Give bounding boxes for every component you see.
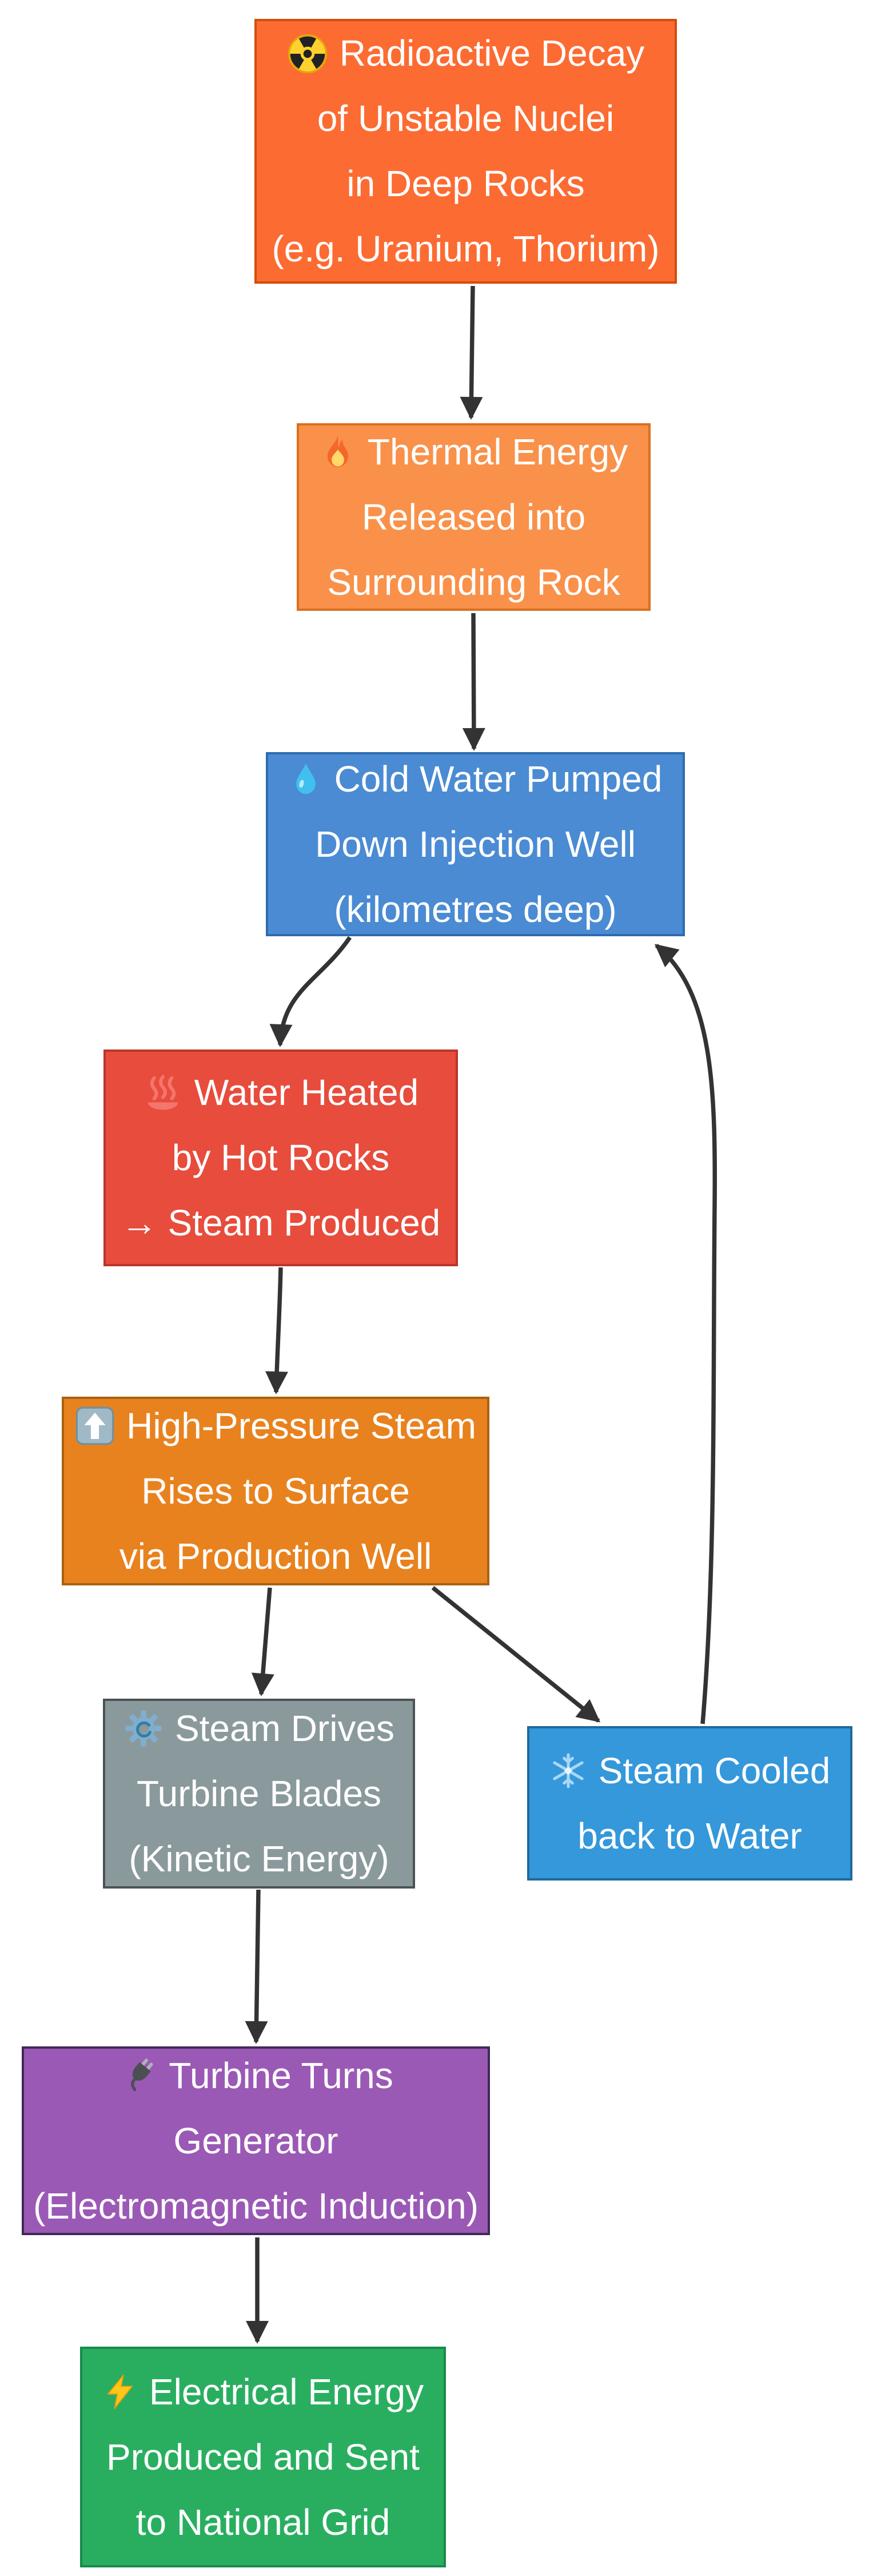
node-label: Turbine Turns — [169, 2054, 393, 2096]
edge-heated-to-steamrises — [265, 1267, 288, 1394]
edge-steamrises-to-turbine — [251, 1587, 274, 1696]
node-line: (Electromagnetic Induction) — [33, 2185, 479, 2227]
edge-decay-to-thermal — [460, 285, 483, 420]
snowflake-icon — [549, 1751, 587, 1791]
node-line: Cold Water Pumped — [289, 758, 663, 800]
node-radioactive-decay: Radioactive Decay of Unstable Nuclei in … — [254, 19, 677, 284]
up-arrow-icon — [75, 1406, 115, 1446]
lightning-icon — [102, 2371, 138, 2412]
node-line: Turbine Turns — [118, 2055, 393, 2096]
node-line: Produced and Sent — [106, 2436, 420, 2478]
node-label: High-Pressure Steam — [126, 1405, 476, 1446]
node-steam-cooled: Steam Cooled back to Water — [527, 1726, 852, 1881]
node-label: Steam Drives — [174, 1707, 395, 1749]
node-line: Thermal Energy — [320, 431, 628, 472]
node-label: Cold Water Pumped — [334, 758, 663, 800]
node-line: back to Water — [577, 1815, 802, 1857]
node-line: Turbine Blades — [136, 1772, 382, 1814]
hot-springs-icon — [143, 1073, 183, 1113]
node-line: High-Pressure Steam — [75, 1405, 476, 1446]
node-label: Thermal Energy — [367, 431, 628, 472]
node-line: of Unstable Nuclei — [317, 98, 615, 140]
node-high-pressure-steam: High-Pressure Steam Rises to Surface via… — [62, 1397, 489, 1585]
node-line: (kilometres deep) — [334, 888, 617, 930]
node-line: Electrical Energy — [102, 2371, 424, 2412]
node-electrical-energy: Electrical Energy Produced and Sent to N… — [80, 2347, 446, 2567]
node-line: Rises to Surface — [141, 1470, 410, 1512]
node-line: Water Heated — [143, 1072, 418, 1114]
droplet-icon — [289, 758, 323, 800]
node-label: Electrical Energy — [149, 2371, 424, 2412]
node-line: Radioactive Decay — [287, 33, 645, 74]
node-line: Generator — [173, 2120, 338, 2161]
edge-turbine-to-generator — [245, 1889, 268, 2044]
edge-coldwater-to-heated — [269, 936, 352, 1047]
node-line: Steam Drives — [123, 1708, 394, 1749]
node-water-heated-steam: Water Heated by Hot Rocks → Steam Produc… — [103, 1050, 458, 1266]
edge-thermal-to-coldwater — [462, 613, 485, 751]
node-label: Steam Cooled — [598, 1750, 831, 1791]
node-line: Released into — [361, 496, 586, 538]
node-label: Water Heated — [194, 1072, 419, 1114]
node-line: → Steam Produced — [121, 1202, 441, 1244]
node-line: Steam Cooled — [549, 1750, 831, 1791]
node-thermal-energy: Thermal Energy Released into Surrounding… — [297, 423, 651, 611]
node-cold-water-injection: Cold Water Pumped Down Injection Well (k… — [266, 752, 685, 936]
node-line: Down Injection Well — [315, 823, 636, 865]
edge-cooled-to-coldwater — [654, 944, 717, 1724]
node-steam-drives-turbine: Steam Drives Turbine Blades (Kinetic Ene… — [103, 1699, 415, 1889]
node-line: via Production Well — [119, 1535, 432, 1577]
plug-icon — [118, 2056, 157, 2095]
fire-icon — [320, 431, 356, 472]
radioactive-icon — [287, 33, 328, 74]
node-line: by Hot Rocks — [172, 1137, 390, 1179]
node-line: in Deep Rocks — [346, 163, 585, 205]
node-line: (Kinetic Energy) — [129, 1838, 389, 1879]
node-turbine-generator: Turbine Turns Generator (Electromagnetic… — [22, 2046, 490, 2235]
node-line: to National Grid — [135, 2501, 390, 2543]
edge-steamrises-to-cooled — [431, 1586, 601, 1723]
node-label: Radioactive Decay — [339, 33, 645, 74]
gear-icon — [123, 1708, 164, 1748]
node-line: (e.g. Uranium, Thorium) — [272, 228, 660, 270]
node-line: Surrounding Rock — [327, 561, 620, 603]
